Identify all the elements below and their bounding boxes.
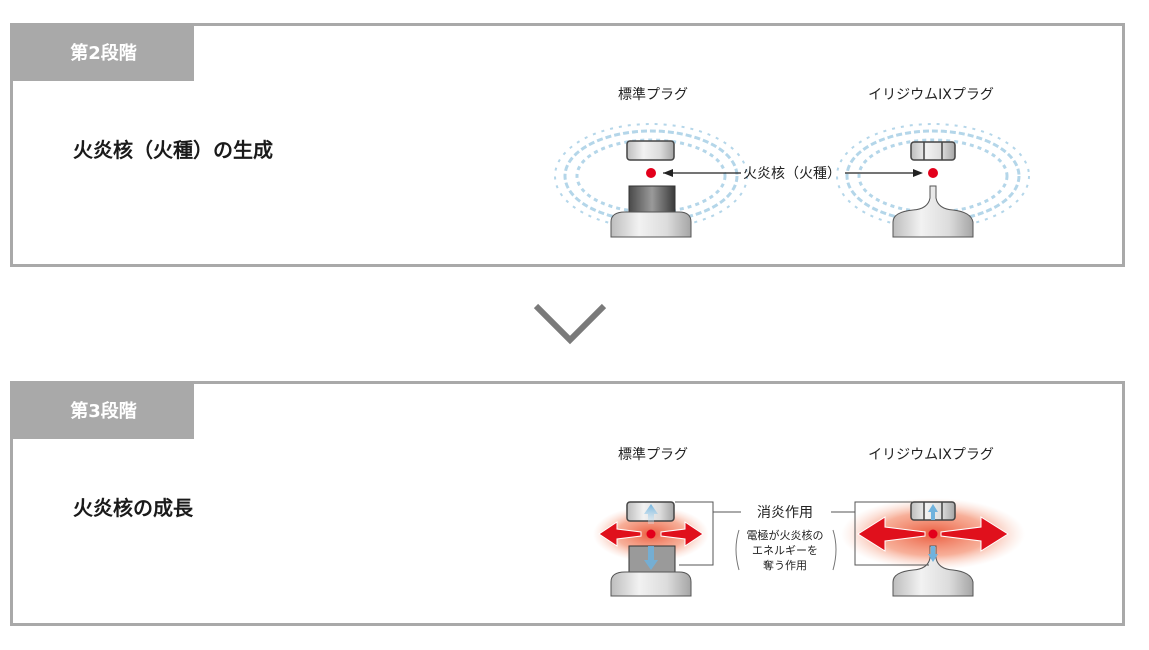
- stage3-iridium-down-arrow: [928, 546, 938, 562]
- stage2-diagram: 標準プラグ イリジウムIXプラグ: [554, 87, 1030, 238]
- stage2-standard-plug: [610, 140, 692, 238]
- stage3-tab: 第3段階: [13, 384, 194, 439]
- stage3-panel: 第3段階 火炎核の成長 標準プラグ イリジウムIXプラグ: [10, 381, 1125, 626]
- stage2-standard-kernel: [646, 168, 656, 178]
- stage2-iridium-plug-label: イリジウムIXプラグ: [868, 87, 994, 103]
- stage3-standard-callout: [675, 501, 714, 566]
- flame-kernel-label: 火炎核（火種）: [743, 166, 841, 182]
- stage3-standard-up-arrow: [644, 504, 658, 524]
- stage3-standard-plug-label: 標準プラグ: [618, 447, 688, 463]
- stage2-iridium-kernel: [928, 168, 938, 178]
- ground-electrode-iridium: [910, 141, 956, 161]
- ground-electrode: [626, 140, 675, 161]
- center-electrode: [628, 185, 676, 213]
- stage3-standard-down-arrow: [644, 546, 658, 570]
- stage3-heading: 火炎核の成長: [73, 496, 193, 520]
- stage2-iridium-plug: [892, 141, 974, 238]
- insulator: [610, 211, 692, 238]
- stage3-standard-right-arrow: [660, 521, 704, 547]
- stage2-panel: 第2段階 火炎核（火種）の生成 標準プラグ イリジウムIXプラグ: [10, 23, 1125, 267]
- quenching-label: 消炎作用: [757, 505, 813, 521]
- quenching-note-line2: エネルギーを: [752, 544, 818, 557]
- stage3-iridium-left-arrow: [857, 516, 926, 552]
- stage3-iridium-right-arrow: [940, 516, 1009, 552]
- chevron-down-icon: [533, 303, 607, 345]
- stage3-iridium-up-arrow: [928, 504, 938, 520]
- stage2-tab: 第2段階: [13, 26, 194, 81]
- stage3-iridium-plug-label: イリジウムIXプラグ: [868, 447, 994, 463]
- stage3-diagram: 標準プラグ イリジウムIXプラグ 消炎作用: [593, 447, 1025, 597]
- stage3-iridium-callout: [854, 501, 929, 566]
- stage2-heading: 火炎核（火種）の生成: [73, 138, 273, 162]
- stage3-standard-left-arrow: [598, 521, 642, 547]
- stage2-standard-plug-label: 標準プラグ: [618, 87, 688, 103]
- quenching-note-line1: 電極が火炎核の: [747, 528, 824, 542]
- insulator-iridium: [892, 185, 974, 238]
- quenching-note-line3: 奪う作用: [763, 558, 807, 572]
